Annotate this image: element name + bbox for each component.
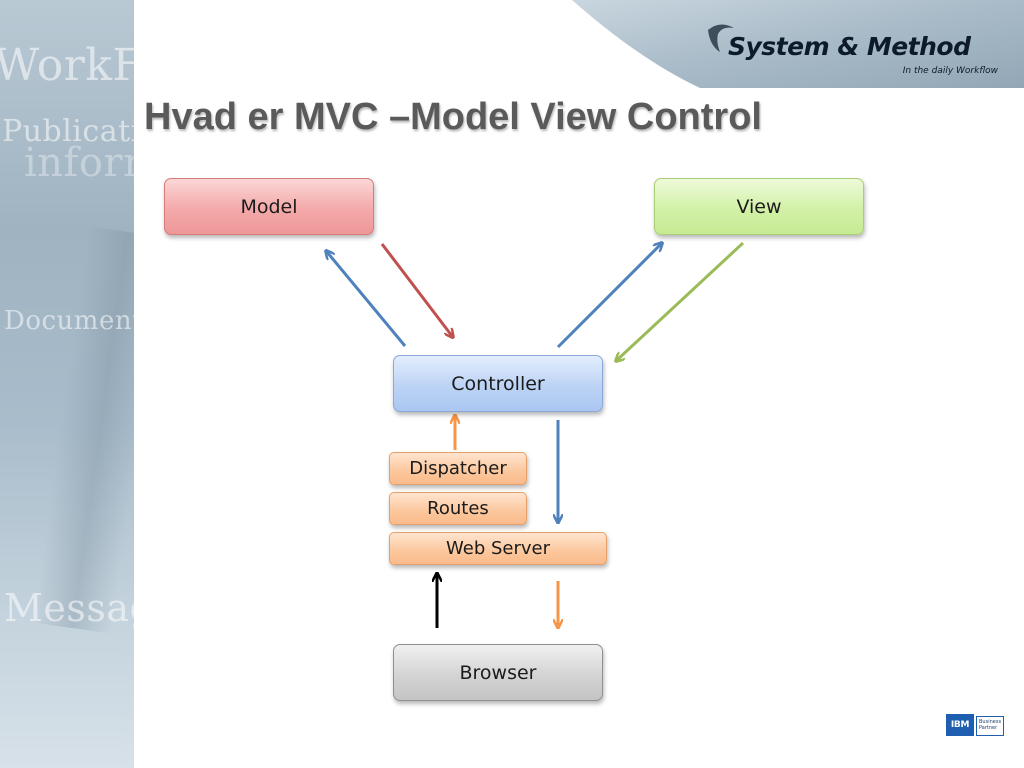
arrow-model-to-controller (380, 243, 452, 336)
node-web-server: Web Server (389, 532, 607, 565)
arrow-controller-to-model (327, 252, 407, 347)
business-partner-line2: Partner (979, 725, 998, 731)
node-view: View (654, 178, 864, 235)
node-model: Model (164, 178, 374, 235)
business-partner-label: Business Partner (976, 716, 1004, 736)
ghost-text-workflow: WorkFlow (0, 40, 134, 91)
arrow-view-to-controller (617, 241, 745, 360)
strip-shading (32, 226, 134, 634)
ibm-logo-text: IBM (946, 714, 974, 736)
node-controller: Controller (393, 355, 603, 412)
node-browser: Browser (393, 644, 603, 701)
company-name: System & Method (728, 32, 971, 61)
business-partner-line1: Business (979, 719, 1002, 725)
ghost-text-message: Message (4, 586, 134, 630)
slide-title: Hvad er MVC –Model View Control (144, 96, 762, 138)
ghost-text-document: Document (4, 306, 134, 336)
company-tagline: In the daily Workflow (902, 66, 998, 76)
logo-swoosh-icon (708, 24, 734, 52)
node-dispatcher: Dispatcher (389, 452, 527, 485)
header-band-shape (572, 0, 1024, 88)
ibm-business-partner-logo: IBM Business Partner (946, 714, 1006, 744)
company-logo: System & Method In the daily Workflow (706, 22, 1006, 82)
left-decorative-strip: WorkFlow Publication information Documen… (0, 0, 134, 768)
header-band (0, 0, 1024, 88)
ghost-text-information: information (24, 140, 134, 186)
node-routes: Routes (389, 492, 527, 525)
arrow-controller-to-view (556, 244, 661, 349)
ghost-text-publication: Publication (2, 114, 134, 149)
